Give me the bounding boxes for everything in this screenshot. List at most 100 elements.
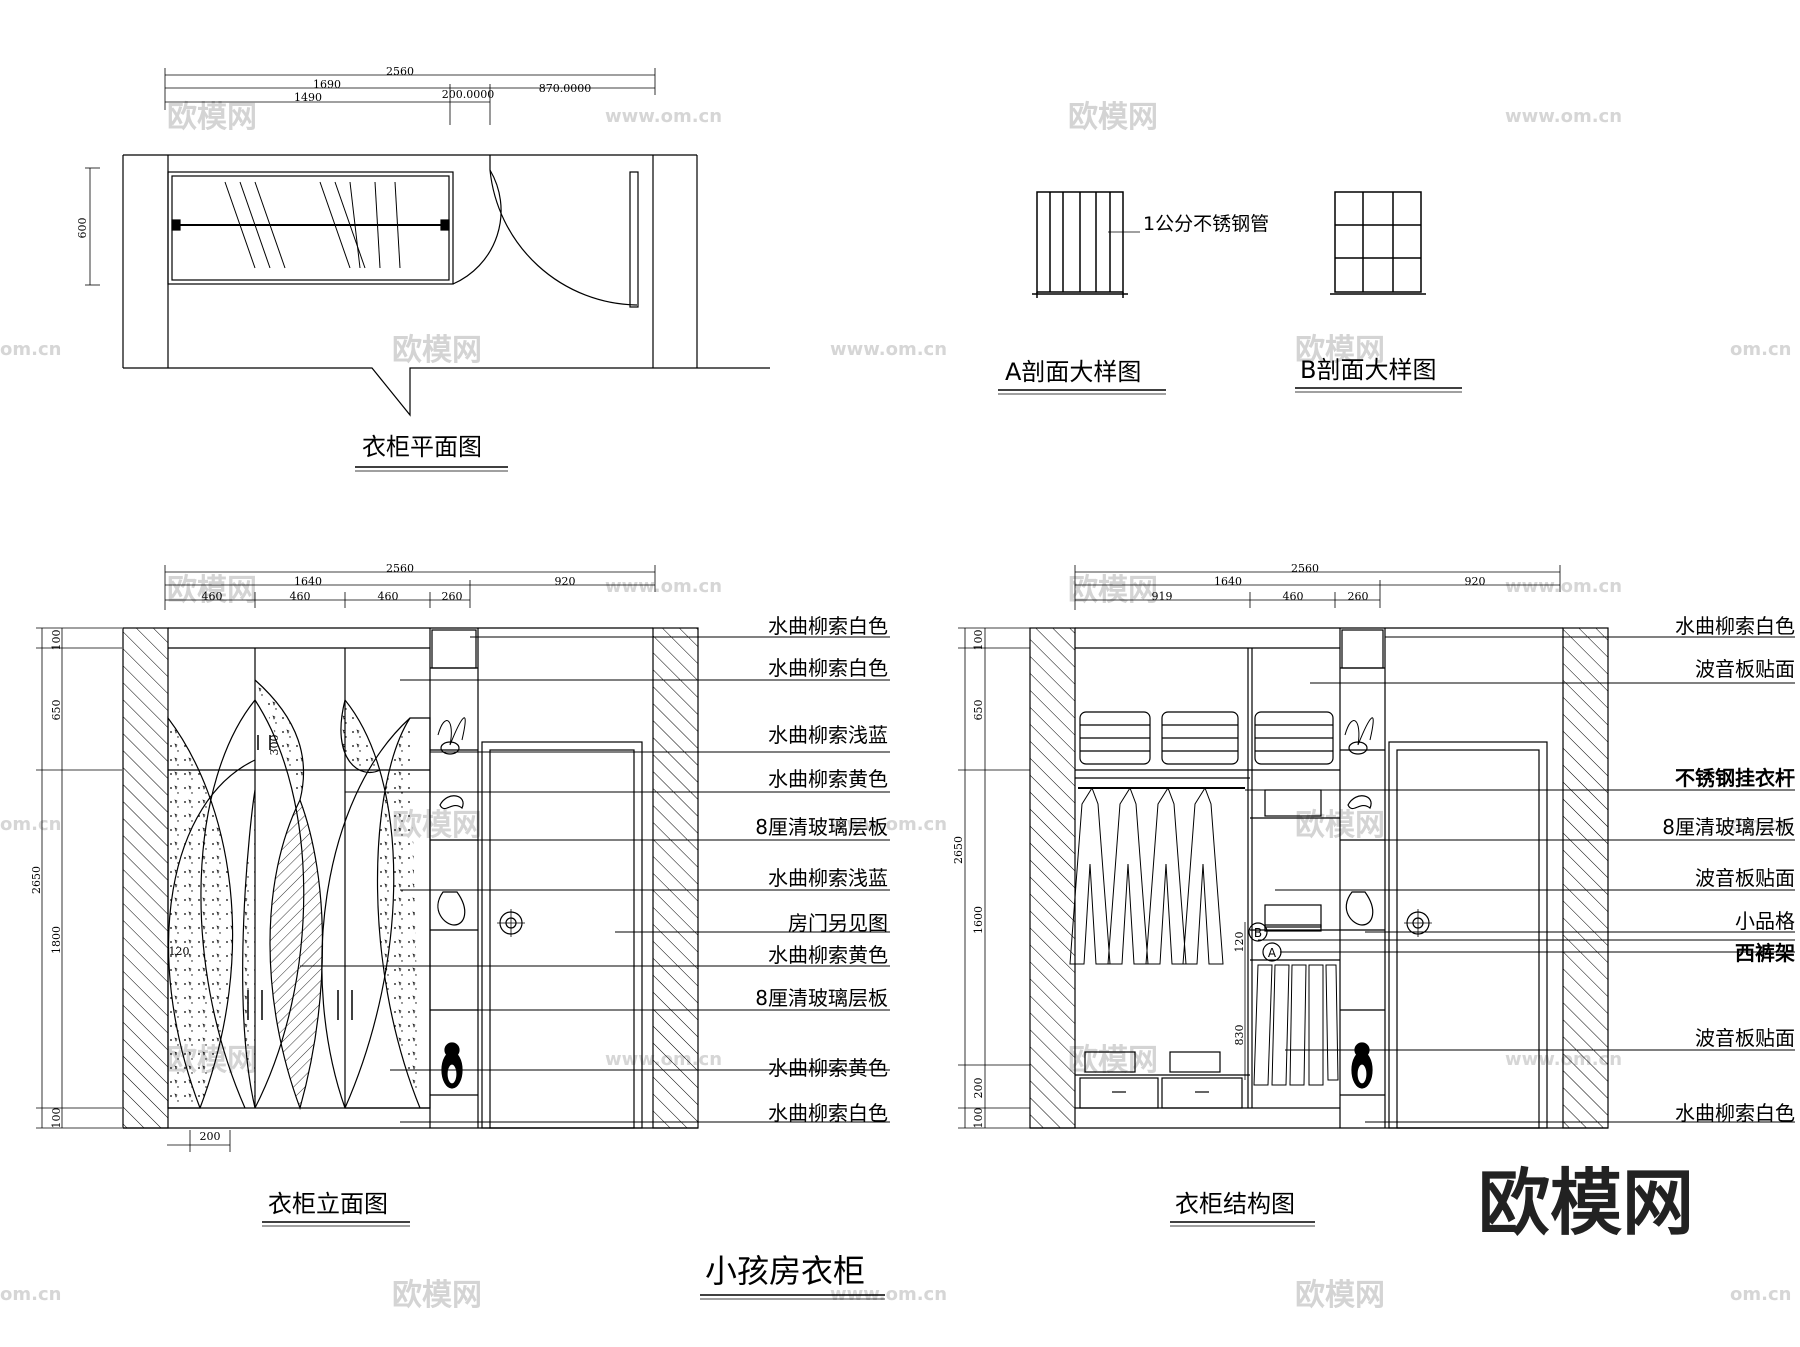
plan-clothes — [224, 181, 401, 269]
elevation-side-dim: 100 — [50, 630, 63, 651]
structure-side-dim: 200 — [972, 1078, 985, 1099]
marker-a: A — [1268, 946, 1277, 960]
watermark-url: www.om.cn — [830, 339, 947, 360]
elevation-side-dim: 1800 — [50, 926, 63, 954]
section-a-title: A剖面大样图 — [1005, 358, 1141, 386]
elevation-title: 衣柜立面图 — [268, 1190, 388, 1218]
watermark-text: 欧模网 — [167, 573, 257, 608]
elevation-dim: 460 — [202, 590, 223, 603]
elevation-dim: 260 — [442, 590, 463, 603]
structure-dim: 919 — [1152, 590, 1173, 603]
elevation-label: 水曲柳索黄色 — [768, 767, 888, 791]
structure-label: 波音板贴面 — [1695, 866, 1795, 890]
structure-label: 波音板贴面 — [1695, 657, 1795, 681]
elevation-label: 水曲柳索浅蓝 — [768, 723, 888, 747]
watermark-text: 欧模网 — [1068, 100, 1158, 135]
watermark-url: www.om.cn — [1505, 106, 1622, 127]
structure-dim: 1640 — [1214, 575, 1242, 588]
structure-side-dim: 1600 — [972, 906, 985, 934]
elevation-label: 8厘清玻璃层板 — [755, 815, 888, 839]
elevation-dim: 460 — [378, 590, 399, 603]
section-b-title: B剖面大样图 — [1300, 356, 1436, 384]
elevation-label: 8厘清玻璃层板 — [755, 986, 888, 1010]
sheet-title: 小孩房衣柜 — [705, 1252, 865, 1290]
elevation-side-dim: 120 — [169, 945, 190, 958]
elevation-label: 水曲柳索白色 — [768, 614, 888, 638]
elevation-leaders — [300, 636, 890, 1123]
structure-side-dimensions — [958, 627, 1246, 1129]
structure-side-dim: 100 — [972, 1108, 985, 1129]
structure-dim: 260 — [1348, 590, 1369, 603]
watermark-text: 欧模网 — [392, 333, 482, 368]
watermark-url: om.cn — [0, 814, 61, 835]
plan-dimensions — [85, 68, 656, 286]
structure-side-dim: 100 — [972, 630, 985, 651]
watermark-url: www.om.cn — [605, 106, 722, 127]
watermark-text: 欧模网 — [1068, 573, 1158, 608]
elevation-label: 水曲柳索浅蓝 — [768, 866, 888, 890]
watermark-url: om.cn — [1730, 339, 1791, 360]
structure-side-dim-total: 2650 — [952, 836, 965, 864]
structure-label: 西裤架 — [1735, 941, 1795, 965]
structure-label: 波音板贴面 — [1695, 1026, 1795, 1050]
elevation-labels: 水曲柳索白色 水曲柳索白色 水曲柳索浅蓝 水曲柳索黄色 8厘清玻璃层板 水曲柳索… — [755, 614, 888, 1125]
plan-dim: 1690 — [313, 78, 341, 91]
section-a-detail — [1032, 191, 1140, 298]
plan-dim: 200.0000 — [442, 88, 495, 101]
structure-labels: 水曲柳索白色 波音板贴面 不锈钢挂衣杆 8厘清玻璃层板 波音板贴面 小品格 西裤… — [1662, 614, 1795, 1125]
structure-label: 不锈钢挂衣杆 — [1675, 766, 1795, 790]
elevation-view — [36, 565, 699, 1152]
structure-view — [958, 565, 1609, 1129]
elevation-label: 水曲柳索白色 — [768, 656, 888, 680]
watermark-url: om.cn — [1730, 1284, 1791, 1305]
structure-top-dimensions — [1074, 565, 1561, 610]
elevation-label: 房门另见图 — [788, 911, 888, 935]
structure-title: 衣柜结构图 — [1175, 1190, 1295, 1218]
plan-dim: 870.0000 — [539, 82, 592, 95]
watermark-text: 欧模网 — [1295, 1278, 1385, 1313]
structure-leaders — [1245, 636, 1795, 1123]
plan-dim-total: 2560 — [386, 65, 414, 78]
structure-side-dim: 650 — [972, 700, 985, 721]
elevation-dim: 460 — [290, 590, 311, 603]
structure-dim: 920 — [1465, 575, 1486, 588]
structure-dim: 460 — [1283, 590, 1304, 603]
watermark-url: www.om.cn — [830, 1284, 947, 1305]
section-b-detail — [1330, 191, 1426, 295]
structure-side-dim: 830 — [1233, 1025, 1246, 1046]
watermark-text: 欧模网 — [1295, 333, 1385, 368]
structure-label: 水曲柳索白色 — [1675, 614, 1795, 638]
elevation-side-dim: 100 — [50, 1108, 63, 1129]
watermark-url: om.cn — [0, 1284, 61, 1305]
site-logo: 欧模网 — [1478, 1161, 1694, 1245]
watermark-url: www.om.cn — [1505, 576, 1622, 597]
plan-dim-depth: 600 — [76, 218, 89, 239]
structure-side-dim: 120 — [1233, 932, 1246, 953]
hanging-trousers — [1253, 964, 1339, 1086]
structure-label: 8厘清玻璃层板 — [1662, 815, 1795, 839]
watermark-url: www.om.cn — [605, 576, 722, 597]
elevation-top-dimensions — [164, 565, 656, 610]
plan-dim: 1490 — [294, 91, 322, 104]
elevation-label: 水曲柳索白色 — [768, 1101, 888, 1125]
elevation-label: 水曲柳索黄色 — [768, 1056, 888, 1080]
watermark-text: 欧模网 — [167, 100, 257, 135]
elevation-label: 水曲柳索黄色 — [768, 943, 888, 967]
structure-dim-total: 2560 — [1291, 562, 1319, 575]
structure-label: 水曲柳索白色 — [1675, 1101, 1795, 1125]
elevation-side-dimensions — [36, 627, 231, 1152]
elevation-side-dim: 650 — [50, 700, 63, 721]
plan-view — [85, 68, 770, 417]
elevation-dim: 920 — [555, 575, 576, 588]
elevation-dim: 1640 — [294, 575, 322, 588]
watermark-url: om.cn — [1730, 814, 1791, 835]
elevation-side-dim: 300 — [268, 735, 281, 756]
watermark-text: 欧模网 — [1068, 1043, 1158, 1078]
plan-title: 衣柜平面图 — [362, 433, 482, 461]
watermark-url: om.cn — [0, 339, 61, 360]
marker-b: B — [1254, 926, 1262, 940]
elevation-dim-total: 2560 — [386, 562, 414, 575]
elevation-bottom-dim: 200 — [200, 1130, 221, 1143]
watermark-text: 欧模网 — [392, 1278, 482, 1313]
